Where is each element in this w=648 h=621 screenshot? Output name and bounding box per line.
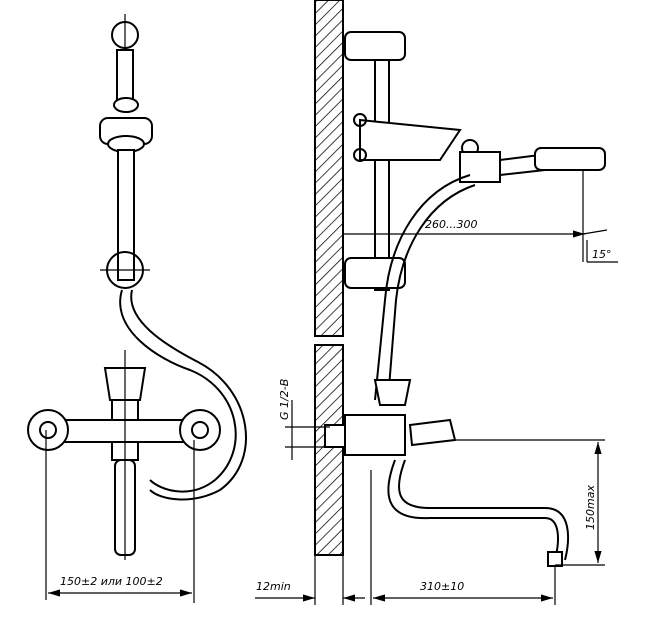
- side-mixer-body: [344, 414, 406, 456]
- center-distance-dimension: 150±2 или 100±2: [45, 430, 195, 603]
- side-view: [314, 0, 606, 567]
- wall-gap-dimension: 12min: [255, 555, 365, 605]
- shower-rod-lower: [117, 149, 135, 281]
- side-hose: [374, 174, 471, 401]
- holder-arm: [359, 118, 462, 161]
- center-distance-label: 150±2 или 100±2: [60, 575, 163, 588]
- shower-hose: [119, 289, 237, 493]
- spout-height-label: 150max: [584, 485, 597, 530]
- wall-lower: [314, 344, 344, 556]
- lower-bracket: [344, 257, 406, 289]
- reach-dimension: 260...300 15°: [343, 170, 618, 263]
- wall-upper: [314, 0, 344, 337]
- right-handle: [179, 409, 221, 451]
- wall-connector: [324, 424, 348, 448]
- shower-head: [534, 147, 606, 171]
- upper-bracket: [344, 31, 406, 61]
- front-view: [27, 14, 247, 560]
- side-handle: [408, 418, 457, 447]
- side-valve-handle: [373, 379, 412, 406]
- side-spout: [387, 459, 559, 561]
- spout-length-label: 310±10: [420, 580, 464, 593]
- reach-label: 260...300: [425, 218, 477, 231]
- angle-label: 15°: [592, 248, 612, 261]
- thread-dimension: G 1/2-B: [278, 379, 330, 460]
- wall-gap-label: 12min: [256, 580, 291, 593]
- shower-rod-upper: [116, 49, 134, 101]
- spout-height-dimension: 150max: [452, 439, 605, 566]
- spout-length-dimension: 310±10: [370, 470, 556, 605]
- thread-label: G 1/2-B: [278, 379, 291, 420]
- left-handle: [27, 409, 69, 451]
- shower-rod: [374, 59, 390, 291]
